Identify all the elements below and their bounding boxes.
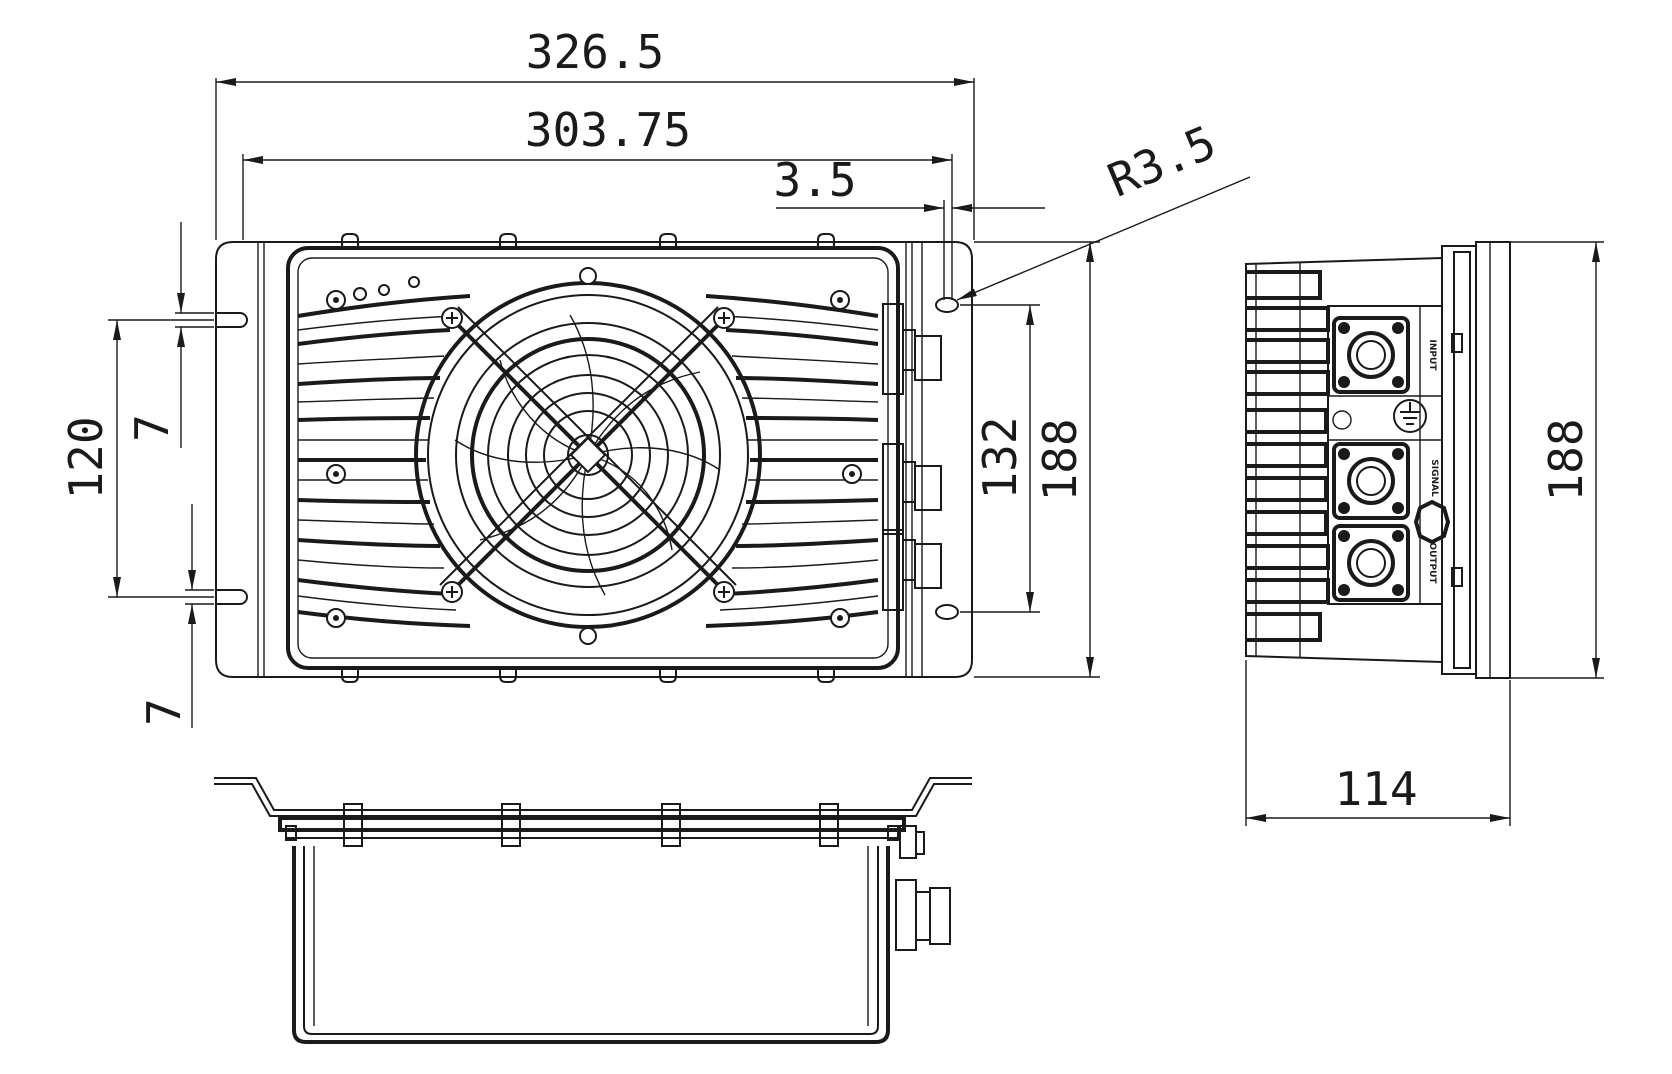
mounting-plate	[215, 241, 973, 678]
dim-depth: 114	[1334, 762, 1417, 816]
dim-hole-radius: R3.5	[1100, 115, 1223, 208]
dim-inner-width: 303.75	[525, 103, 691, 157]
output-connector	[1332, 524, 1410, 602]
signal-connector	[1332, 442, 1410, 520]
output-label: OUTPUT	[1427, 542, 1437, 584]
side-view: INPUT SIGNAL OUTPUT	[1245, 241, 1511, 679]
front-view	[214, 777, 972, 1044]
dim-hole-pitch: 132	[973, 416, 1027, 499]
mounting-slot-bottom	[216, 589, 248, 605]
signal-label: SIGNAL	[1429, 459, 1439, 497]
dim-overall-width: 326.5	[526, 25, 664, 79]
dim-side-height: 188	[1539, 418, 1593, 501]
top-view	[215, 233, 973, 683]
housing-flange	[286, 246, 900, 670]
mounting-hole-top	[935, 297, 959, 313]
ground-icon	[1332, 399, 1427, 433]
mounting-slot-top	[216, 312, 248, 328]
dim-slot-width: 3.5	[773, 153, 856, 207]
dim-slot-offset-bottom: 7	[137, 698, 191, 726]
housing-screws	[326, 276, 862, 628]
fan-guard	[414, 267, 762, 645]
right-connectors	[882, 303, 942, 611]
mounting-hole-bottom	[935, 604, 959, 620]
dim-slot-pitch: 120	[59, 416, 113, 499]
enclosure-body	[292, 846, 890, 1044]
dimensions: 326.5 303.75 3.5 R3.5 120 7 7	[59, 25, 1604, 826]
vent-plug-icon	[1413, 499, 1451, 545]
dim-overall-height: 188	[1033, 418, 1087, 501]
dim-slot-offset-top: 7	[125, 414, 179, 442]
side-fins	[1246, 262, 1330, 658]
input-connector	[1332, 316, 1410, 394]
input-label: INPUT	[1427, 340, 1437, 372]
